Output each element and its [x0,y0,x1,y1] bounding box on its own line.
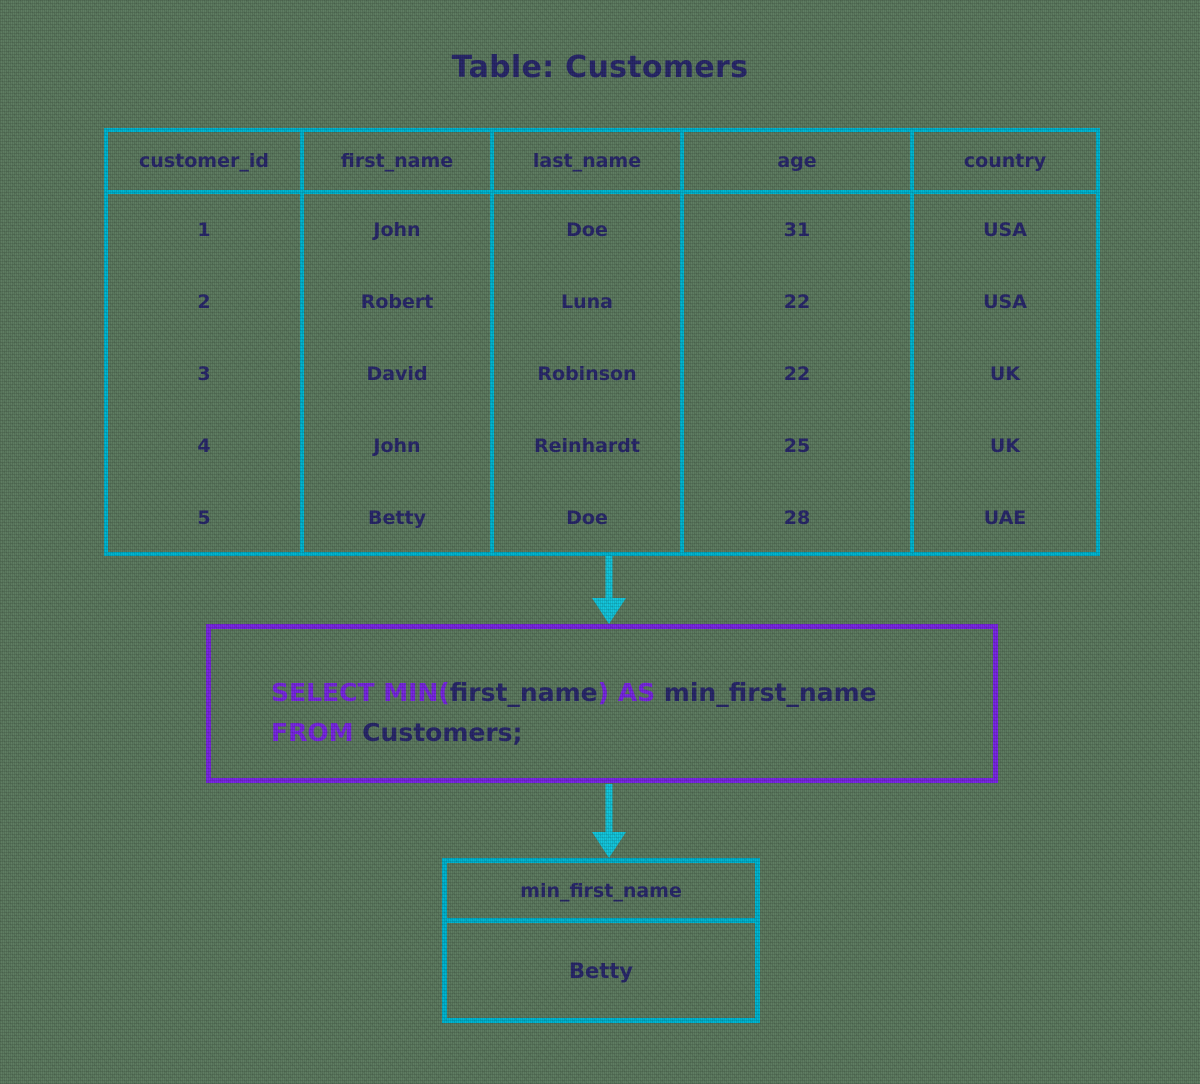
result-column-header: min_first_name [447,863,755,923]
cell-last-name: Reinhardt [490,410,680,482]
result-cell-value: Betty [568,958,633,983]
cell-last-name: Robinson [490,338,680,410]
sql-identifier: Customers; [362,718,523,747]
cell-customer-id: 4 [197,435,211,457]
column-header-country: country [910,132,1096,190]
cell-first-name: John [300,194,490,266]
result-table: min_first_name Betty [442,858,760,1023]
sql-line-2: FROM Customers; [271,713,993,753]
sql-identifier: min_first_name [663,678,877,707]
cell-customer-id: 5 [197,507,211,529]
sql-keyword: ) AS [597,678,664,707]
arrow-head [592,832,626,858]
cell-age: 28 [680,482,910,554]
cell-age: 25 [680,410,910,482]
arrow-shaft [605,784,613,832]
cell-first-name: John [300,410,490,482]
column-header-first-name: first_name [300,132,490,190]
cell-customer-id: 2 [197,291,211,313]
arrow-down-icon-query-to-result [592,784,626,858]
cell-last-name: Luna [490,266,680,338]
cell-first-name: David [300,338,490,410]
cell-country: UK [910,338,1096,410]
sql-keyword: SELECT MIN( [271,678,450,707]
table-row: 2 Robert Luna 22 USA [108,266,1096,338]
table-row: 3 David Robinson 22 UK [108,338,1096,410]
sql-line-1: SELECT MIN(first_name) AS min_first_name [271,673,993,713]
cell-age: 22 [680,266,910,338]
sql-keyword: FROM [271,718,363,747]
arrow-shaft [605,556,613,598]
column-header-last-name: last_name [490,132,680,190]
sql-query-box: SELECT MIN(first_name) AS min_first_name… [206,624,998,783]
cell-last-name: Doe [490,482,680,554]
customers-table: customer_id first_name last_name age cou… [104,128,1100,556]
page-title: Table: Customers [451,50,749,85]
arrow-head [592,598,626,624]
cell-country: UAE [910,482,1096,554]
table-header-row: customer_id first_name last_name age cou… [108,132,1096,194]
table-row: 5 Betty Doe 28 UAE [108,482,1096,554]
cell-age: 31 [680,194,910,266]
cell-age: 22 [680,338,910,410]
cell-customer-id: 1 [197,219,211,241]
column-header-customer-id: customer_id [139,150,269,172]
column-header-age: age [680,132,910,190]
cell-first-name: Betty [300,482,490,554]
cell-country: USA [910,194,1096,266]
sql-identifier: first_name [449,678,598,707]
table-row: 4 John Reinhardt 25 UK [108,410,1096,482]
cell-country: UK [910,410,1096,482]
table-body: 1 John Doe 31 USA 2 Robert Luna 22 USA 3… [108,194,1096,554]
table-row: 1 John Doe 31 USA [108,194,1096,266]
cell-country: USA [910,266,1096,338]
cell-first-name: Robert [300,266,490,338]
arrow-down-icon-table-to-query [592,556,626,624]
cell-last-name: Doe [490,194,680,266]
cell-customer-id: 3 [197,363,211,385]
